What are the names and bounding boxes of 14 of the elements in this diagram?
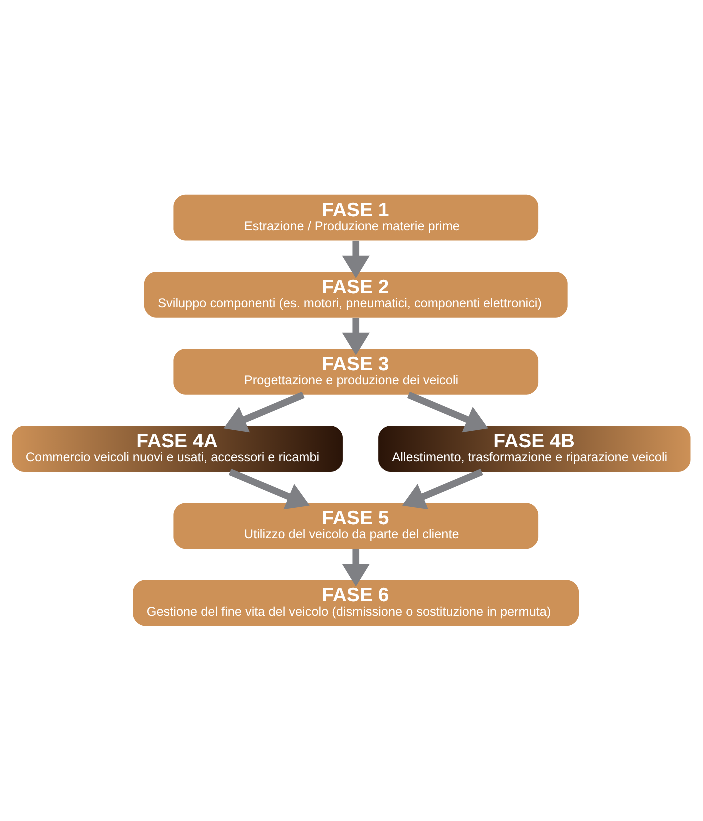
node-box: FASE 4A Commercio veicoli nuovi e usati, accessori e ricambi — [12, 426, 343, 472]
node-box: FASE 6 Gestione del fine vita del veicolo (dismissione o sostituzione in permuta) — [133, 580, 580, 626]
node-box: FASE 2 Sviluppo componenti (es. motori, pneumatici, componenti elettronici) — [144, 272, 568, 318]
arrow — [342, 318, 370, 356]
node-box: FASE 3 Progettazione e produzione dei veicoli — [174, 349, 539, 395]
arrow — [407, 392, 488, 433]
arrow — [228, 469, 310, 510]
node-box: FASE 4B Allestimento, trasformazione e riparazione veicoli — [378, 426, 691, 472]
arrow — [342, 240, 370, 278]
node-box: FASE 1 Estrazione / Produzione materie prime — [174, 194, 539, 241]
arrow — [342, 549, 370, 587]
arrow — [402, 469, 484, 510]
arrow — [224, 392, 305, 433]
node-box: FASE 5 Utilizzo del veicolo da parte del cliente — [174, 503, 539, 550]
